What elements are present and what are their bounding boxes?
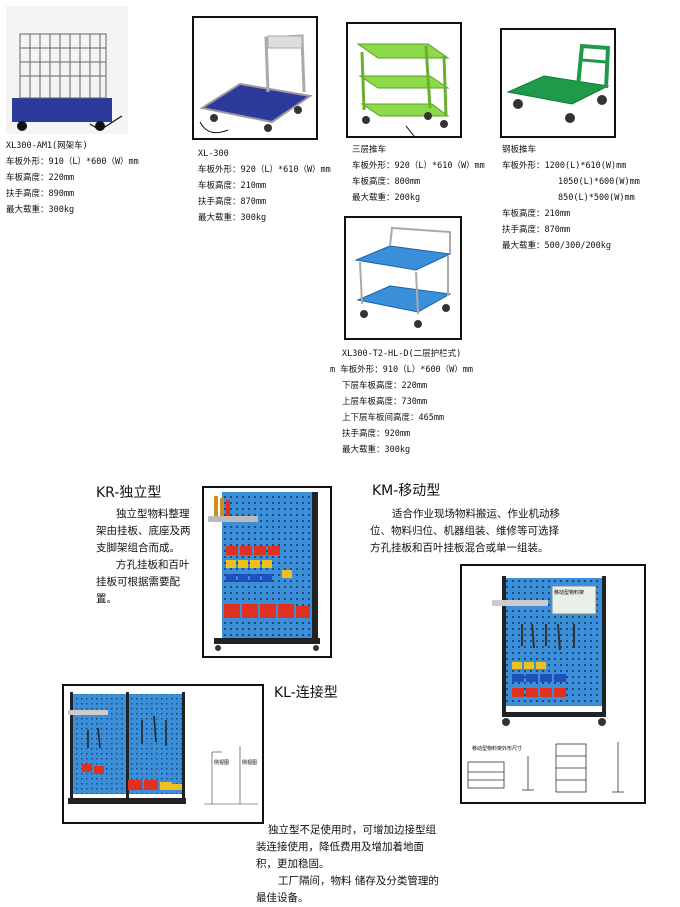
standalone-rack-image [208,492,320,651]
cart-photo-three-tier [346,22,462,138]
cart-photo-xl300-am1 [6,6,128,134]
cart-name: XL300-AM1(网架车) [6,141,88,151]
cart-photo-steel [500,28,616,138]
kl-view-label: 侧视图 [242,759,257,766]
km-title: KM-移动型 [372,483,441,499]
kl-view-label: 侧视图 [214,759,229,766]
kr-text-line: 独立型物料整理架由挂板、底座及两支脚架组合而成。 [96,508,191,554]
cart-spec-xl300-am1: XL300-AM1(网架车) 车板外形：910（L）*600（W）mm 车板高度… [6,138,139,218]
cart-spec-line: 车板高度：210mm [502,209,571,219]
kr-rack-photo [202,486,332,658]
cart-spec-line: 扶手高度：870mm [502,225,571,235]
cart-name: 钢板推车 [502,145,537,155]
cart-spec-line: 车板高度：210mm [198,181,267,191]
mobile-rack-image: 移动型物料架 移动型物料架外形尺寸 [467,576,624,793]
cart-spec-line: 车板外形：910（L）*600（W）mm [6,157,139,167]
two-tier-guardrail-cart-image [354,226,452,328]
cart-spec-line: 扶手高度：890mm [6,189,75,199]
cart-spec-line: 上层车板高度：730mm [342,397,428,407]
kl-text-line: 独立型不足使用时，可增加边接型组装连接使用，降低费用及增加着地面积，更加稳固。 [256,824,436,870]
cart-photo-xl-300 [192,16,318,140]
steel-cart-image [506,43,611,123]
kl-title: KL-连接型 [274,685,338,701]
kr-description: 独立型物料整理架由挂板、底座及两支脚架组合而成。 方孔挂板和百叶挂板可根据需要配… [96,506,192,608]
km-board-label: 移动型物料架 [554,589,584,596]
cart-spec-xl300-t2: XL300-T2-HL-D(二层护栏式) m 车板外形：910（L）*600（W… [330,346,473,458]
cart-spec-line: 车板外形：920（L）*610（W）mm [352,161,485,171]
three-tier-cart-image [356,43,450,136]
km-dims-label: 移动型物料架外形尺寸 [472,745,522,752]
cart-spec-line: 最大载重：200kg [352,193,421,203]
cart-spec-xl-300: XL-300 车板外形：920（L）*610（W）mm 车板高度：210mm 扶… [198,146,331,226]
mesh-cart-image [12,33,123,131]
km-description: 适合作业现场物料搬运、作业机动移位、物料归位、机器组装、维修等可选择方孔挂板和百… [370,506,560,557]
cart-spec-line: m 车板外形：910（L）*600（W）mm [330,365,474,375]
cart-spec-line: 下层车板高度：220mm [342,381,428,391]
cart-spec-line: 850(L)*500(W)mm [558,193,635,203]
cart-name: XL300-T2-HL-D(二层护栏式) [342,349,462,359]
cart-spec-steel: 钢板推车 车板外形：1200(L)*610(W)mm 1050(L)*600(W… [502,142,640,254]
cart-spec-three-tier: 三层推车 车板外形：920（L）*610（W）mm 车板高度：800mm 最大载… [352,142,485,206]
kl-description: 独立型不足使用时，可增加边接型组装连接使用，降低费用及增加着地面积，更加稳固。 … [256,822,442,907]
cart-spec-line: 最大载重：300kg [6,205,75,215]
km-text-line: 适合作业现场物料搬运、作业机动移位、物料归位、机器组装、维修等可选择方孔挂板和百… [370,508,560,554]
cart-spec-line: 车板外形：920（L）*610（W）mm [198,165,331,175]
kr-title: KR-独立型 [96,485,162,501]
cart-spec-line: 最大载重：300kg [198,213,267,223]
cart-name: XL-300 [198,149,229,159]
cart-spec-line: 车板外形：1200(L)*610(W)mm [502,161,627,171]
cart-spec-line: 车板高度：800mm [352,177,421,187]
platform-cart-image [199,34,313,134]
cart-spec-line: 1050(L)*600(W)mm [558,177,640,187]
cart-spec-line: 车板高度：220mm [6,173,75,183]
cart-spec-line: 扶手高度：870mm [198,197,267,207]
kl-rack-photo: 侧视图 侧视图 [62,684,264,824]
cart-name: 三层推车 [352,145,387,155]
cart-photo-xl300-t2 [344,216,462,340]
km-rack-photo: 移动型物料架 移动型物料架外形尺寸 [460,564,646,804]
connected-rack-image: 侧视图 侧视图 [68,692,258,805]
cart-spec-line: 上下层车板间高度：465mm [342,413,445,423]
kl-text-line: 工厂隔间，物料 储存及分类管理的最佳设备。 [256,875,439,904]
kr-text-line: 方孔挂板和百叶挂板可根据需要配置。 [96,559,190,605]
cart-spec-line: 扶手高度：920mm [342,429,411,439]
cart-spec-line: 最大载重：500/300/200kg [502,241,612,251]
cart-spec-line: 最大载重：300kg [342,445,411,455]
